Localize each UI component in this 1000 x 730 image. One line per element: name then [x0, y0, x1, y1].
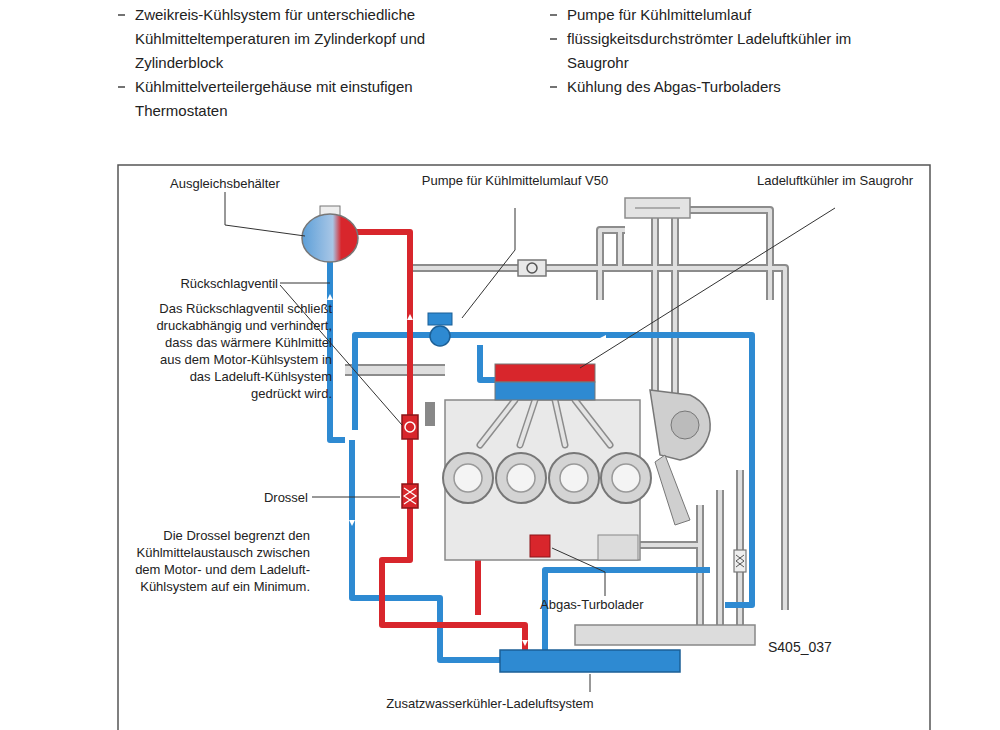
part-label: Rückschlagventil [150, 275, 278, 292]
part-label: Zusatzwasserkühler-Ladeluftsystem [385, 696, 595, 711]
part-label: Abgas-Turbolader [540, 596, 680, 613]
note-text: Das Rückschlagventil schließt druckabhän… [150, 300, 332, 402]
bullet-item: flüssigkeitsdurchströmter Ladeluftkühler… [567, 27, 887, 75]
part-label: Drossel [150, 489, 308, 506]
part-label: Pumpe für Kühlmittelumlauf V50 [420, 172, 610, 189]
note-text: Die Drossel begrenzt den Kühlmittelausta… [128, 527, 310, 595]
frame [118, 165, 930, 730]
bullet-item: Kühlmittelverteilergehäuse mit einstufig… [135, 75, 505, 123]
part-label: Ausgleichsbehälter [140, 175, 310, 192]
bullet-item: Kühlung des Abgas-Turboladers [567, 75, 887, 99]
leader-line [225, 192, 835, 692]
bullet-item: Pumpe für Kühlmittelumlauf [567, 3, 887, 27]
part-label: Ladeluftkühler im Saugrohr [745, 172, 925, 189]
bullet-dash [118, 15, 557, 87]
figure-number: S405_037 [768, 638, 868, 656]
bullet-item: Zweikreis-Kühlsystem für unterschiedlich… [135, 3, 505, 75]
blue-pipes [330, 262, 752, 660]
